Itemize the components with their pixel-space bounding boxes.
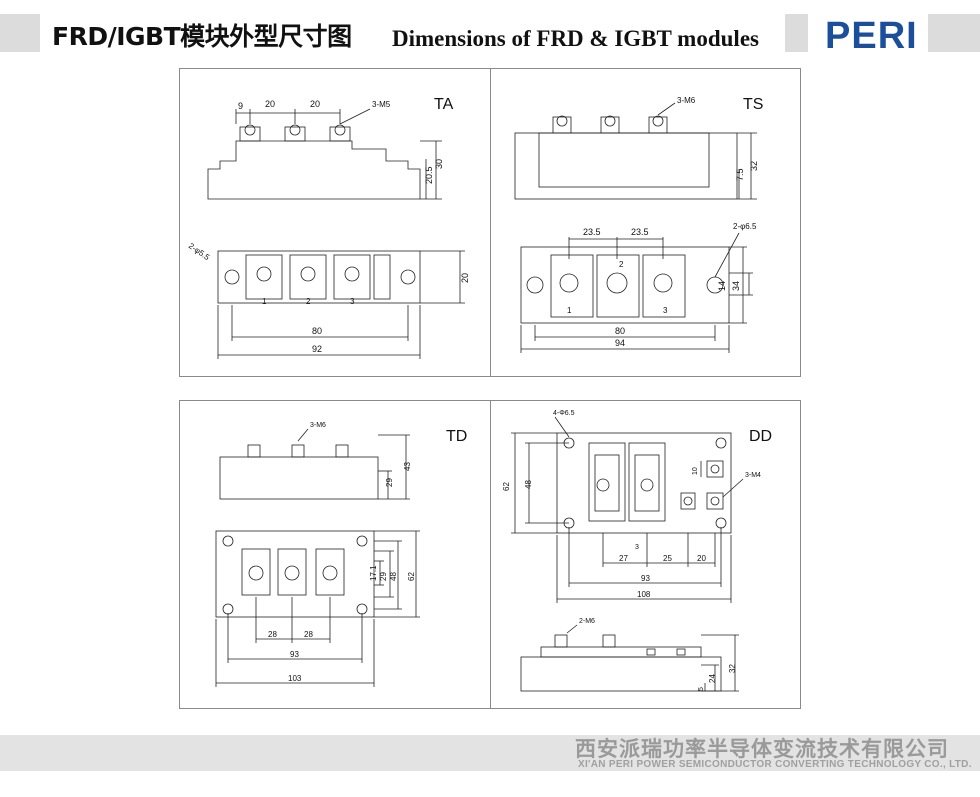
ta-dim-20-height: 20 [460, 273, 470, 283]
dd-dim-20: 20 [697, 554, 706, 563]
ts-dim-32: 32 [749, 161, 759, 171]
ts-dim-80: 80 [615, 326, 625, 336]
td-code: TD [446, 428, 467, 445]
td-dim-93: 93 [290, 650, 299, 659]
peri-logo: PERI [825, 15, 918, 57]
ta-dim-3m5: 3-M5 [372, 100, 391, 109]
header-logo-bg [808, 14, 928, 52]
footer-bar [0, 735, 980, 771]
td-dim-28a: 28 [268, 630, 277, 639]
ts-dim-7-5: 7.5 [735, 168, 745, 181]
td-dim-48: 48 [389, 572, 398, 581]
td-drawing: TD 3-M6 29 43 17.1 29 48 62 28 28 93 103 [215, 422, 467, 687]
dd-dim-5: 5 [698, 687, 705, 691]
company-name-cn: 西安派瑞功率半导体变流技术有限公司 [575, 737, 949, 761]
ts-dim-hole: 2-φ6.5 [733, 222, 757, 231]
page-subtitle: Dimensions of FRD & IGBT modules [392, 26, 759, 51]
ta-dim-hole: 2-φ5.5 [187, 241, 212, 262]
ta-terminal-1: 1 [262, 297, 267, 306]
dd-dim-3: 3 [635, 544, 639, 551]
panel-ta: TA 9 20 20 3-M5 30 20.5 1 2 3 2-φ5.5 20 … [179, 68, 492, 377]
header-title-bg [40, 14, 385, 52]
ta-dim-92: 92 [312, 344, 322, 354]
ts-dim-94: 94 [615, 338, 625, 348]
ts-dim-34: 34 [731, 281, 741, 291]
ta-dim-9: 9 [238, 101, 243, 111]
panel-td: TD 3-M6 29 43 17.1 29 48 62 28 28 93 103 [179, 400, 492, 709]
td-dim-43: 43 [403, 462, 412, 471]
dd-dim-93: 93 [641, 574, 650, 583]
td-dim-28b: 28 [304, 630, 313, 639]
header-subtitle-bg [385, 14, 785, 52]
dd-dim-108: 108 [637, 590, 651, 599]
td-dim-103: 103 [288, 674, 302, 683]
dd-dim-27: 27 [619, 554, 628, 563]
dd-dim-32: 32 [728, 664, 737, 673]
td-dim-3m6: 3-M6 [310, 422, 326, 429]
ts-terminal-1: 1 [567, 306, 572, 315]
dd-dim-10: 10 [692, 467, 699, 475]
ta-drawing: TA 9 20 20 3-M5 30 20.5 1 2 3 2-φ5.5 20 … [187, 96, 470, 359]
dd-dim-24: 24 [708, 674, 717, 683]
ts-code: TS [743, 96, 763, 113]
ta-dim-30: 30 [434, 159, 444, 169]
td-dim-62: 62 [407, 572, 416, 581]
ta-dim-20a: 20 [265, 99, 275, 109]
dd-code: DD [749, 428, 772, 445]
ts-drawing: TS 3-M6 7.5 32 1 2 3 23.5 23.5 2-φ6.5 14… [514, 96, 763, 353]
ta-dim-20b: 20 [310, 99, 320, 109]
panel-ts: TS 3-M6 7.5 32 1 2 3 23.5 23.5 2-φ6.5 14… [490, 68, 801, 377]
page-title: FRD/IGBT模块外型尺寸图 [52, 22, 352, 51]
td-dim-29b: 29 [379, 572, 388, 581]
ta-code: TA [434, 96, 454, 113]
ta-terminal-3: 3 [350, 297, 355, 306]
company-name-en: XI'AN PERI POWER SEMICONDUCTOR CONVERTIN… [578, 759, 972, 770]
ts-terminal-2: 2 [619, 260, 624, 269]
dd-dim-25: 25 [663, 554, 672, 563]
ta-dim-20-5: 20.5 [424, 166, 434, 184]
dd-dim-62: 62 [502, 482, 511, 491]
td-dim-29: 29 [385, 478, 394, 487]
ts-dim-23-5b: 23.5 [631, 227, 649, 237]
ts-dim-3m6: 3-M6 [677, 96, 696, 105]
ta-dim-80: 80 [312, 326, 322, 336]
dd-dim-holes: 4-Φ6.5 [553, 410, 575, 417]
dd-dim-3m4: 3-M4 [745, 472, 761, 479]
dd-dim-2m6: 2-M6 [579, 618, 595, 625]
ta-terminal-2: 2 [306, 297, 311, 306]
ts-dim-23-5a: 23.5 [583, 227, 601, 237]
panel-dd: DD 4-Φ6.5 62 48 10 3-M4 3 27 25 20 93 10… [490, 400, 801, 709]
dd-drawing: DD 4-Φ6.5 62 48 10 3-M4 3 27 25 20 93 10… [502, 410, 772, 692]
td-dim-17-1: 17.1 [369, 565, 378, 581]
ts-dim-14: 14 [717, 281, 727, 291]
ts-terminal-3: 3 [663, 306, 668, 315]
dd-dim-48: 48 [524, 480, 533, 489]
